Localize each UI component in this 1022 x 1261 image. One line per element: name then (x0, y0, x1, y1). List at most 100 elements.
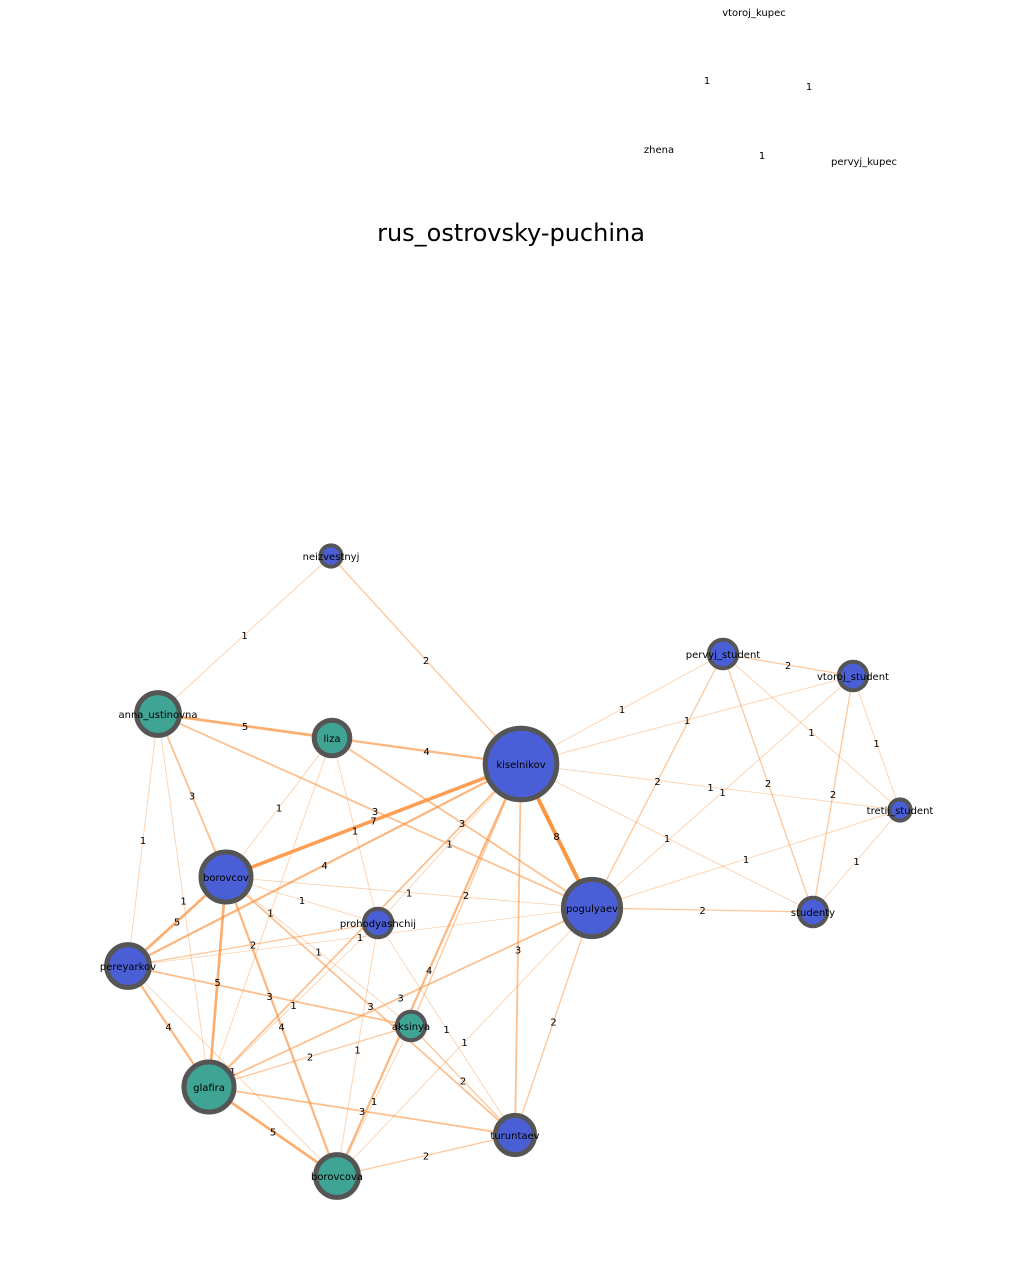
edge-weight-label: 2 (423, 656, 429, 667)
edge-pervyj_student-vtoroj_student (722, 653, 854, 677)
edge-pogulyaev-turuntaev (514, 907, 593, 1136)
edge-prohodyashchij-turuntaev (377, 922, 516, 1136)
edge-pogulyaev-glafira (208, 907, 593, 1088)
edge-weight-label: 1 (267, 909, 273, 920)
edge-weight-label: 1 (406, 889, 412, 900)
edge-weight-label: 2 (460, 1077, 466, 1088)
edge-weight-label: 2 (463, 891, 469, 902)
edge-kiselnikov-vtoroj_student (520, 675, 854, 765)
edge-weight-label: 2 (307, 1053, 313, 1064)
edge-weight-label: 2 (654, 777, 660, 788)
edge-weight-label: 1 (352, 827, 358, 838)
edge-borovcov-turuntaev (225, 876, 516, 1136)
node-label: neizvestnyj (303, 552, 360, 563)
node-label: pervyj_student (686, 650, 761, 661)
edge-weight-label: 4 (321, 861, 327, 872)
edge-weight-label: 1 (707, 783, 713, 794)
node-label: liza (324, 734, 341, 745)
node-vtoroj_student (836, 659, 870, 693)
edge-tretij_student-studenty (812, 809, 901, 913)
edge-borovcova-turuntaev (336, 1134, 516, 1177)
edge-glafira-turuntaev (208, 1086, 516, 1136)
node-glafira (181, 1059, 237, 1115)
edge-weight-label: 1 (371, 1097, 377, 1108)
edge-weight-label: 1 (684, 716, 690, 727)
node-label: glafira (193, 1083, 225, 1094)
edge-glafira-aksinya (208, 1025, 412, 1088)
edge-prohodyashchij-glafira (208, 922, 379, 1088)
edge-weight-label: 5 (214, 978, 220, 989)
edge-weight-label: 3 (397, 994, 403, 1005)
edge-weight-label: 1 (315, 948, 321, 959)
detached-edge-label: 1 (759, 151, 765, 162)
edge-kiselnikov-pervyj_student (520, 653, 724, 765)
detached-edge-label: 1 (806, 82, 812, 93)
node-label: vtoroj_student (817, 672, 889, 683)
edge-weight-label: 1 (241, 631, 247, 642)
detached-node-label: zhena (644, 145, 674, 156)
edge-weight-label: 8 (553, 832, 559, 843)
node-pereyarkov (104, 942, 152, 990)
node-label: turuntaev (490, 1131, 539, 1142)
edge-liza-pogulyaev (331, 737, 593, 909)
edge-weight-label: 3 (359, 1107, 365, 1118)
edge-pogulyaev-borovcova (336, 907, 593, 1177)
edge-pogulyaev-pervyj_student (591, 653, 724, 909)
edge-kiselnikov-turuntaev (514, 763, 522, 1136)
edge-pogulyaev-studenty (591, 907, 814, 913)
edge-anna_ustinovna-liza (157, 712, 333, 740)
edge-weight-label: 3 (367, 1002, 373, 1013)
edges-layer (127, 555, 901, 1178)
edge-weight-label: 2 (699, 906, 705, 917)
edge-kiselnikov-studenty (520, 763, 814, 913)
node-label: borovcov (203, 873, 249, 884)
edge-kiselnikov-borovcov (225, 762, 522, 879)
edge-weight-label: 4 (426, 966, 432, 977)
edge-weight-label: 1 (357, 933, 363, 944)
edge-weight-label: 3 (515, 946, 521, 957)
node-label: anna_ustinovna (118, 710, 197, 721)
edge-weight-label: 1 (853, 857, 859, 868)
edge-weight-label: 2 (830, 790, 836, 801)
edge-weight-label: 4 (278, 1023, 284, 1034)
edge-neizvestnyj-anna_ustinovna (157, 555, 332, 715)
node-borovcov (198, 849, 254, 905)
node-label: prohodyashchij (340, 919, 416, 930)
edge-pogulyaev-vtoroj_student (591, 675, 854, 909)
edge-neizvestnyj-kiselnikov (330, 555, 522, 765)
edge-weight-label: 1 (140, 836, 146, 847)
edge-aksinya-turuntaev (410, 1025, 516, 1136)
edge-weight-label: 1 (446, 840, 452, 851)
edge-weight-label: 1 (619, 705, 625, 716)
edge-prohodyashchij-borovcova (336, 922, 379, 1177)
node-label: aksinya (392, 1022, 430, 1033)
edge-anna_ustinovna-glafira (157, 713, 210, 1088)
edge-weight-label: 1 (229, 1067, 235, 1078)
edge-kiselnikov-pereyarkov (127, 763, 522, 967)
node-borovcova (313, 1152, 361, 1200)
edge-weight-label: 1 (354, 1046, 360, 1057)
edge-weight-label: 1 (180, 897, 186, 908)
edge-pervyj_student-tretij_student (722, 653, 901, 811)
edge-prohodyashchij-pereyarkov (127, 922, 379, 967)
edge-weight-label: 5 (270, 1128, 276, 1139)
edge-weight-label: 5 (174, 918, 180, 929)
edge-weight-label: 4 (423, 747, 429, 758)
detached-node-label: vtoroj_kupec (722, 8, 786, 19)
edge-vtoroj_student-tretij_student (852, 675, 901, 811)
edge-liza-glafira (208, 737, 333, 1088)
edge-weight-label: 1 (461, 1038, 467, 1049)
node-pervyj_student (706, 637, 740, 671)
edge-weight-label: 3 (459, 819, 465, 830)
detached-node-label: pervyj_kupec (831, 157, 897, 168)
edge-pereyarkov-borovcova (127, 965, 338, 1177)
node-label: studenty (791, 908, 835, 919)
edge-weight-label: 1 (743, 855, 749, 866)
node-label: kiselnikov (496, 760, 545, 771)
node-aksinya (394, 1009, 428, 1043)
edge-pogulyaev-pereyarkov (127, 907, 593, 967)
edge-weight-label: 1 (276, 804, 282, 815)
detached-graph: vtoroj_kupec zhena pervyj_kupec 1 1 1 (644, 8, 897, 168)
edge-weight-label: 1 (290, 1001, 296, 1012)
